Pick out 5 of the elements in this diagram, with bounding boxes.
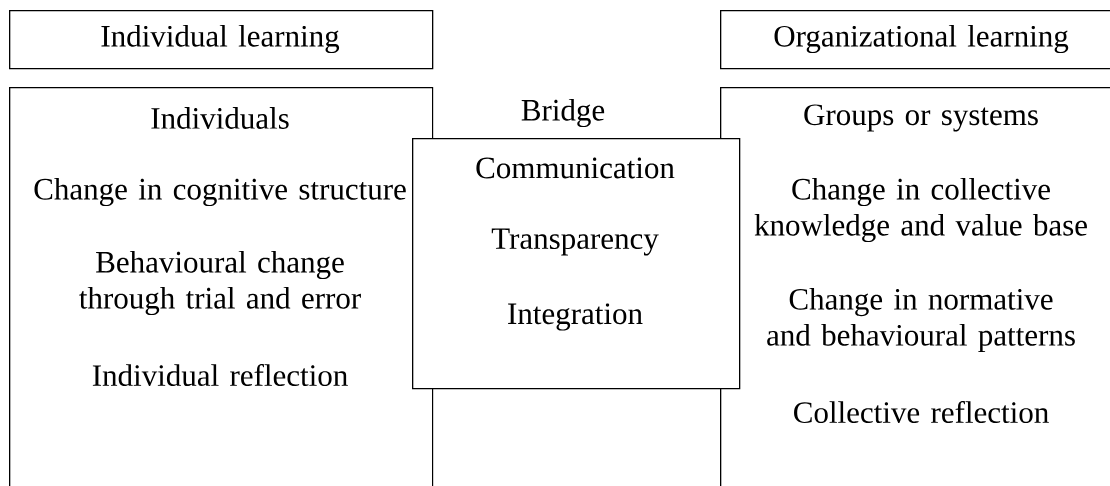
header-box: Individual learning (9, 10, 434, 70)
panel-box: Individuals Change in cognitive structure Behavioural change through trial and error Individual reflection (9, 87, 434, 486)
header-box: Organizational learning (720, 10, 1110, 70)
node-label: Bridge (521, 98, 605, 128)
panel-box: Groups or systems Change in collective knowledge and value base Change in normative and behavioural patterns Collective reflection (720, 87, 1110, 486)
